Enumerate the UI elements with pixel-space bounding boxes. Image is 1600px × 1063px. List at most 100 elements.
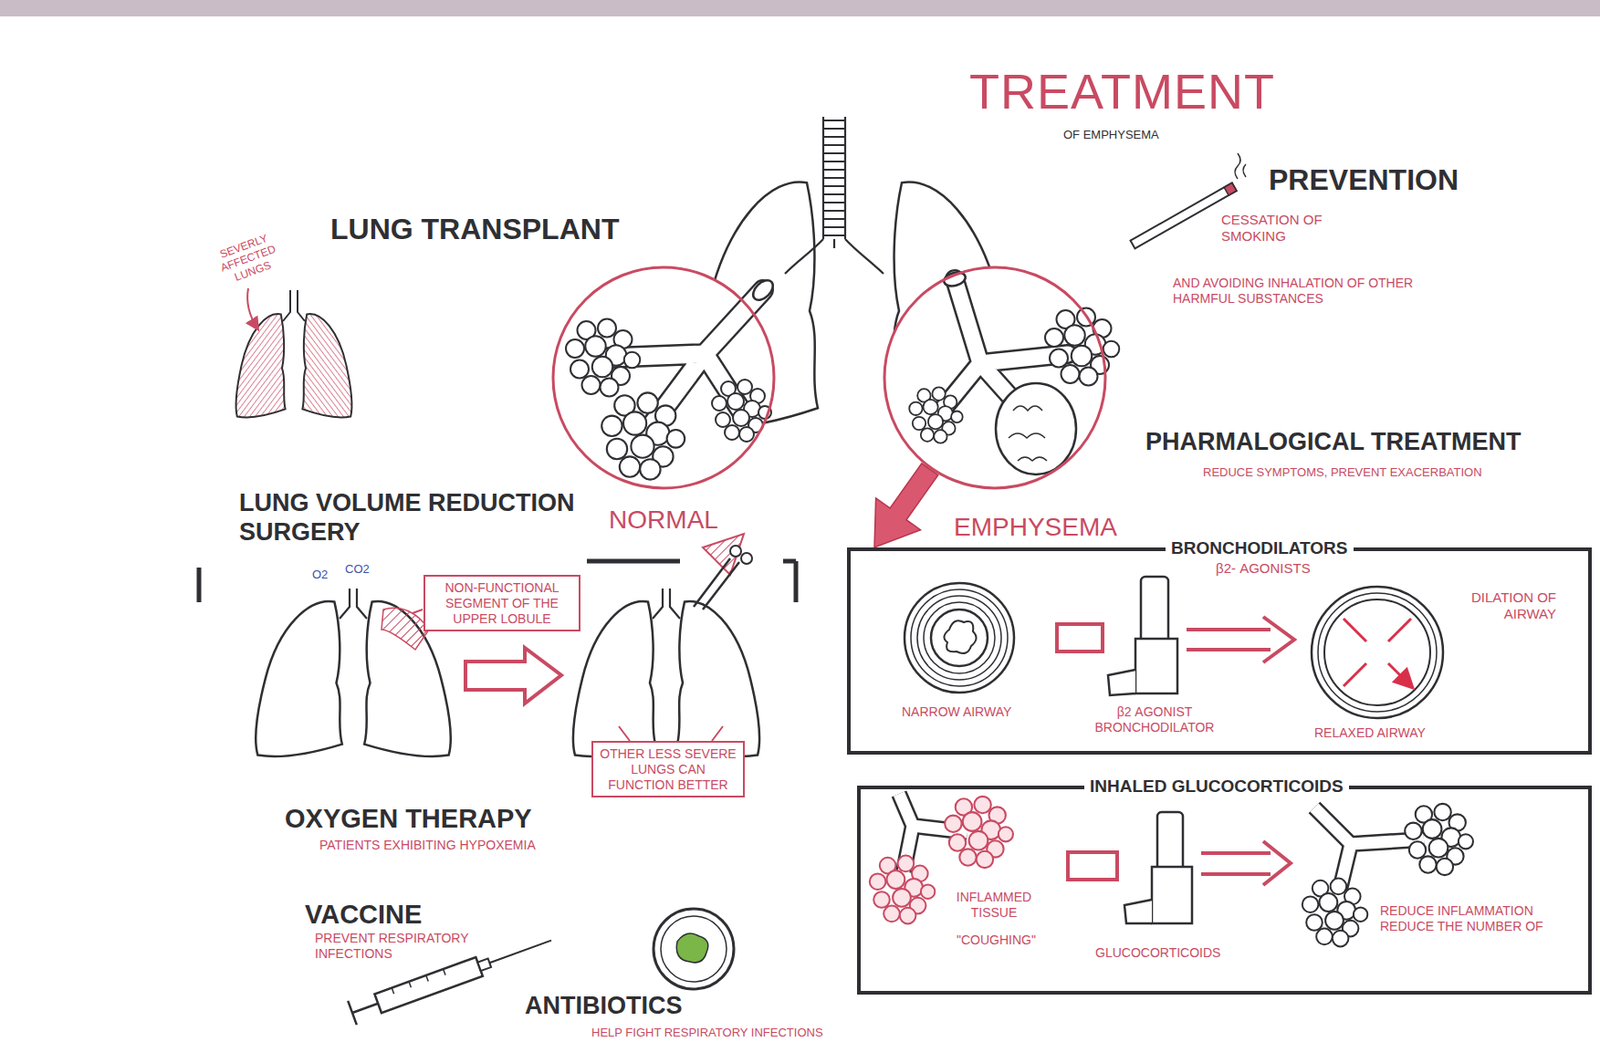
bronchodilator-figure [910,589,1008,687]
note: HELP FIGHT RESPIRATORY INFECTIONS [591,1025,824,1041]
bronchodilator-figure [930,609,988,667]
figure-caption: NARROW AIRWAY [901,704,1012,721]
glucocorticoid-figure [944,796,1014,868]
lung-volume-reduction-figure [693,558,740,610]
figure-caption: DILATION OF AIRWAY [1442,589,1557,623]
section-heading: VACCINE [304,899,422,931]
normal-alveoli-circle: NORMAL [551,265,776,491]
panel-heading: INHALED GLUCOCORTICOIDS [1084,776,1350,798]
note: PATIENTS EXHIBITING HYPOXEMIA [319,837,536,854]
bronchodilator-figure [904,583,1015,693]
bronchodilator-figure [904,576,1444,719]
glucocorticoid-figure [1314,807,1424,890]
bronchodilator-figure [1108,669,1136,696]
alveoli-normal [711,379,772,442]
lung-volume-reduction-figure [730,545,742,557]
lung-volume-reduction-figure [381,607,429,650]
circle-outline [551,265,776,491]
treatment-panel: BRONCHODILATORSβ2- AGONISTS [847,547,1592,755]
note: PREVENT RESPIRATORY INFECTIONS [314,930,498,963]
bronchodilator-figure [1311,586,1444,719]
affected-lungs [247,288,258,329]
bronchodilator-figure [1056,624,1103,652]
section-heading: LUNG VOLUME REDUCTION SURGERY [239,488,577,548]
lung-volume-reduction-figure [198,533,796,757]
glucocorticoid-figure [1067,852,1118,880]
note: AND AVOIDING INHALATION OF OTHER HARMFUL… [1172,275,1420,307]
callout-box: OTHER LESS SEVERE LUNGS CAN FUNCTION BET… [591,741,745,798]
glucocorticoid-figure [1302,878,1369,948]
cigarette [1223,182,1237,196]
alveoli-emphysema [995,383,1077,475]
figure-caption: INFLAMMED TISSUE [940,889,1048,921]
section-heading: ANTIBIOTICS [524,991,683,1021]
callout-box: NON-FUNCTIONAL SEGMENT OF THE UPPER LOBU… [423,575,581,632]
panel-subheading: β2- AGONISTS [1215,560,1311,577]
section-heading: OXYGEN THERAPY [284,803,533,836]
gas-label: O2 [312,567,328,583]
note: CESSATION OF SMOKING [1221,211,1359,245]
lung-volume-reduction-figure [741,553,753,565]
title: TREATMENT [969,62,1276,122]
glucocorticoid-figure [869,856,936,925]
alveoli-emphysema [884,267,1119,489]
alveoli-normal [553,267,777,489]
subtitle: OF EMPHYSEMA [1063,127,1160,143]
bronchodilator-figure [1186,616,1295,663]
figure-caption: RELAXED AIRWAY [1314,725,1426,742]
glucocorticoid-figure [1151,867,1193,924]
glucocorticoid-figure [1201,841,1291,886]
alveoli-normal [553,267,774,489]
lung-volume-reduction-figure [652,588,680,619]
antibiotic-dish [660,916,727,983]
section-heading: PHARMALOGICAL TREATMENT [1145,427,1521,457]
section-heading: LUNG TRANSPLANT [330,211,619,247]
figure-caption: REDUCE INFLAMMATION REDUCE THE NUMBER OF [1380,903,1568,935]
syringe [477,959,492,973]
lung-volume-reduction-figure [339,588,367,619]
lung-volume-reduction-figure [618,726,723,742]
glucocorticoid-figure [1404,804,1474,876]
cigarette [1130,182,1237,249]
circle-label: EMPHYSEMA [953,512,1118,544]
panel-heading: BRONCHODILATORS [1165,538,1354,560]
affected-lungs [236,313,286,418]
callout-note: SEVERLY AFFECTED LUNGS [201,226,294,293]
note: REDUCE SYMPTOMS, PREVENT EXACERBATION [1202,465,1483,481]
section-heading: PREVENTION [1268,162,1459,198]
affected-lungs [236,288,353,418]
bronchodilator-figure [1317,593,1437,712]
cigarette [1130,182,1237,249]
lung-volume-reduction-figure [465,648,562,704]
figure-caption: GLUCOCORTICOIDS [1095,945,1221,962]
alveoli-normal [601,392,685,480]
lung-volume-reduction-figure [255,601,342,757]
alveoli-emphysema [909,386,963,443]
syringe [489,941,552,964]
figure-caption: "COUGHING" [956,932,1036,949]
lungs-and-trachea [784,116,884,274]
callout-text: OTHER LESS SEVERE LUNGS CAN FUNCTION BET… [598,746,738,793]
alveoli-emphysema [1045,308,1119,387]
antibiotic-dish [653,909,734,990]
affected-lungs [282,290,305,322]
top-band [0,0,1600,17]
lung-volume-reduction-figure [573,601,656,757]
bronchodilator-figure [943,620,976,654]
antibiotic-dish [653,909,734,990]
syringe [374,957,482,1014]
bronchodilator-figure [1135,638,1178,694]
circle-outline [882,265,1108,491]
bronchodilator-figure [923,602,995,674]
connector-arrow [874,463,939,548]
circle-outline [884,267,1106,489]
affected-lungs [302,313,352,418]
alveoli-normal [565,319,640,398]
syringe [391,969,446,994]
alveoli-emphysema [1008,406,1047,461]
gas-label: CO2 [345,562,370,577]
antibiotic-dish [676,933,709,963]
figure-caption: β2 AGONIST BRONCHODILATOR [1072,704,1237,736]
